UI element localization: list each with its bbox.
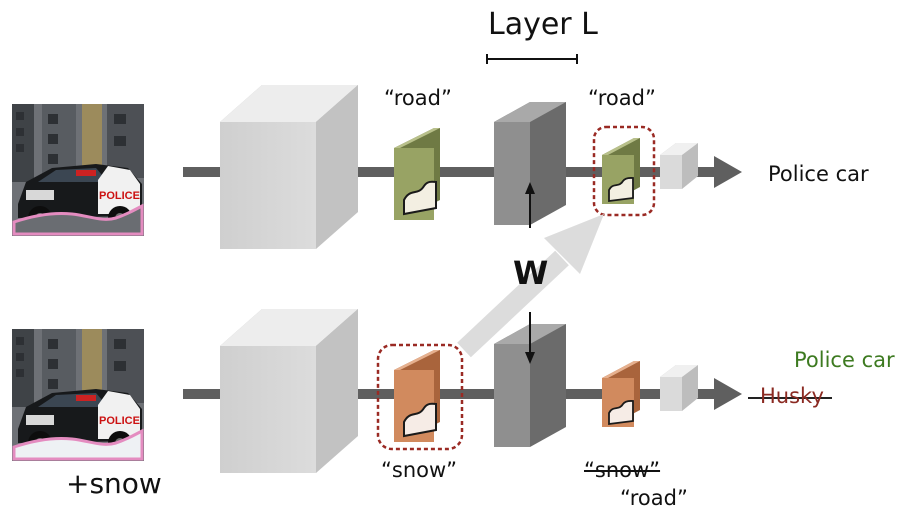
weight-arrow-up: [525, 182, 535, 228]
edit-arrow: [457, 214, 604, 358]
bottom-snow-feature-small: [602, 361, 640, 427]
bottom-encoder-block: [220, 309, 358, 473]
bottom-layer-l-block: [494, 324, 566, 447]
top-classifier-block: [660, 143, 698, 189]
bottom-concept-after: “road”: [620, 486, 688, 510]
top-highlight-box: [592, 125, 656, 217]
top-encoder-block: [220, 85, 358, 249]
bottom-police-decal: POLICE: [99, 415, 140, 427]
weight-label: W: [513, 254, 549, 292]
top-police-decal: POLICE: [99, 190, 140, 202]
top-edited-road-feature: [602, 138, 640, 204]
bottom-pipeline-1: [183, 389, 223, 399]
top-concept-after: “road”: [588, 86, 656, 110]
bottom-pipeline-6: [696, 389, 716, 399]
bottom-classifier-block: [660, 365, 698, 411]
top-layer-l-block: [494, 102, 566, 225]
top-road-feature-map: [394, 128, 440, 220]
bottom-concept-after-struck: “snow”: [584, 458, 661, 482]
top-input-image: [12, 104, 144, 236]
top-output-arrowhead: [714, 156, 742, 188]
top-concept-before: “road”: [384, 86, 452, 110]
top-pipeline-4: [538, 167, 606, 177]
top-pipeline-6: [696, 167, 716, 177]
bottom-pipeline-4: [538, 389, 606, 399]
bottom-pipeline-3: [440, 389, 496, 399]
layer-label: Layer L: [488, 7, 598, 42]
top-pipeline-3: [440, 167, 496, 177]
bottom-input-image: [12, 329, 144, 461]
bottom-highlight-box: [376, 343, 464, 451]
bottom-output-new: Police car: [794, 348, 895, 372]
bottom-pipeline-5: [640, 389, 660, 399]
bottom-concept-before: “snow”: [381, 458, 458, 482]
bottom-row: POLICE: [12, 309, 742, 473]
top-output-label: Police car: [768, 162, 869, 186]
top-pipeline-1: [183, 167, 223, 177]
bottom-snow-feature-map: [394, 350, 440, 442]
top-row: POLICE: [12, 85, 742, 249]
bottom-output-struck: Husky: [760, 384, 824, 408]
bottom-output-arrowhead: [714, 378, 742, 410]
top-pipeline-5: [640, 167, 660, 177]
weight-arrow-down: [525, 312, 535, 364]
bottom-input-caption: +snow: [66, 467, 162, 500]
